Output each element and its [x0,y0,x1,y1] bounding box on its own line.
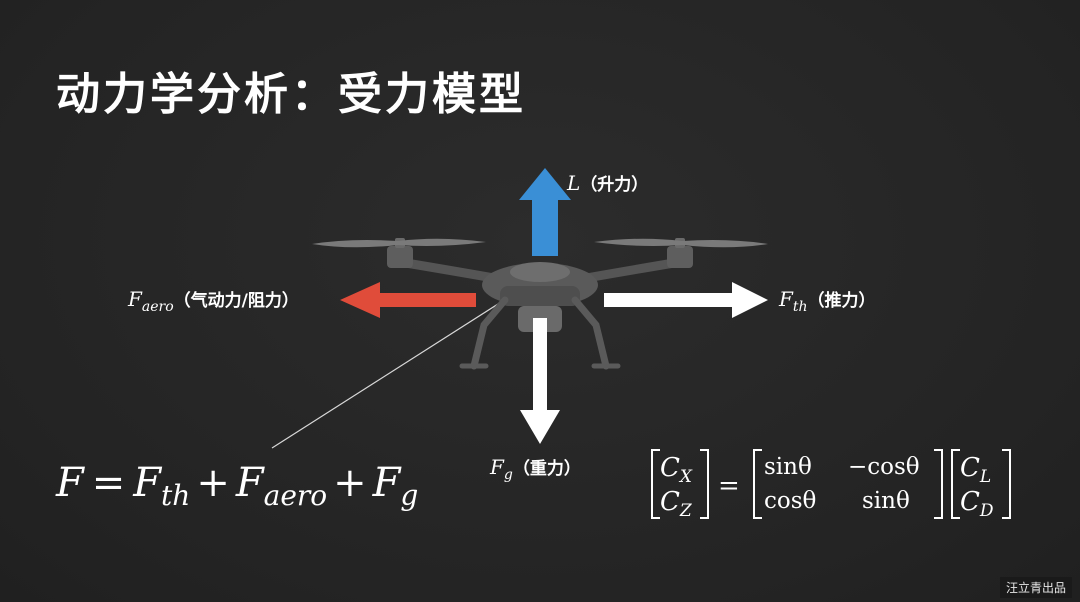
lift-arrow [519,168,571,256]
aero-label: Faero（气动力/阻力） [127,287,299,315]
lift-symbol: L [566,171,580,195]
drone-illustration [312,238,768,370]
slide-title: 动力学分析：受力模型 [56,69,526,120]
eq-plus2: + [333,460,367,506]
lift-name: （升力） [580,174,648,195]
aero-name: （气动力/阻力） [174,290,299,311]
landing-leg-left [470,296,509,370]
bracket-rot-right [934,449,943,519]
rot-r1c2: −cosθ [848,454,920,480]
thrust-symbol: F [778,287,794,311]
lhs-cx: CX [660,453,693,487]
thrust-sub: th [793,299,808,315]
gravity-name: （重力） [513,458,581,479]
eq-term2: F [235,460,265,506]
matrix-equals: = [718,471,740,501]
eq-lhs: F [55,460,85,506]
bracket-lhs-right [700,449,709,519]
bracket-lhs-left [651,449,660,519]
gravity-arrow [520,318,560,444]
thrust-name: （推力） [808,290,876,311]
propeller-left [312,238,486,248]
lhs-cz: CZ [660,487,693,521]
gravity-label: Fg（重力） [489,455,581,483]
bracket-rot-left [753,449,762,519]
propeller-right [594,238,768,248]
matrix-equation: CX CZ = sinθ −cosθ cosθ sinθ CL CD [651,449,1011,521]
aero-arrow [340,282,476,318]
eq-term3: F [372,460,402,506]
rot-r2c1: cosθ [764,488,816,514]
eq-term1: F [132,460,162,506]
rot-r1c1: sinθ [764,454,812,480]
lift-label: L（升力） [566,171,648,195]
gravity-sub: g [504,467,513,483]
thrust-arrow [604,282,768,318]
eq-term2-sub: aero [264,479,328,512]
eq-term1-sub: th [161,479,190,512]
pointer-line [271,289,521,449]
watermark: 汪立青出品 [999,577,1072,598]
motor-left [387,246,413,268]
rhs-cd: CD [960,487,994,521]
eq-plus1: + [196,460,230,506]
aero-symbol: F [127,287,143,311]
rot-r2c2: sinθ [862,488,910,514]
eq-term3-sub: g [400,479,418,512]
thrust-label: Fth（推力） [778,287,876,315]
aero-sub: aero [142,299,174,315]
rhs-cl: CL [960,453,991,487]
gravity-symbol: F [489,455,505,479]
eq-equals: = [92,460,126,506]
motor-right [667,246,693,268]
bracket-rhs-right [1002,449,1011,519]
bracket-rhs-left [951,449,960,519]
force-equation: F=Fth+Faero+Fg [55,460,418,512]
landing-leg-right [571,296,610,370]
